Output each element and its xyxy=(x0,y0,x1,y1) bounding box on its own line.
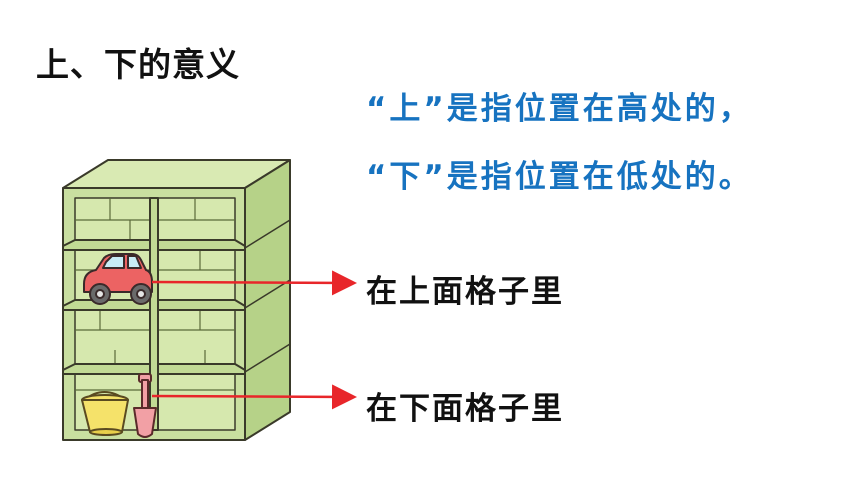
definition-lower: “下”是指位置在低处的。 xyxy=(366,159,753,195)
label-upper-compartment: 在上面格子里 xyxy=(366,274,564,310)
label-lower-compartment: 在下面格子里 xyxy=(366,391,564,427)
arrow-lower xyxy=(151,384,357,410)
definition-upper: “上”是指位置在高处的， xyxy=(366,91,753,127)
page-title: 上、下的意义 xyxy=(36,45,240,84)
bucket-icon xyxy=(81,391,129,436)
arrow-upper xyxy=(151,270,357,296)
toy-car-icon xyxy=(83,253,153,305)
shovel-icon xyxy=(133,373,157,438)
bookcase xyxy=(62,159,291,441)
